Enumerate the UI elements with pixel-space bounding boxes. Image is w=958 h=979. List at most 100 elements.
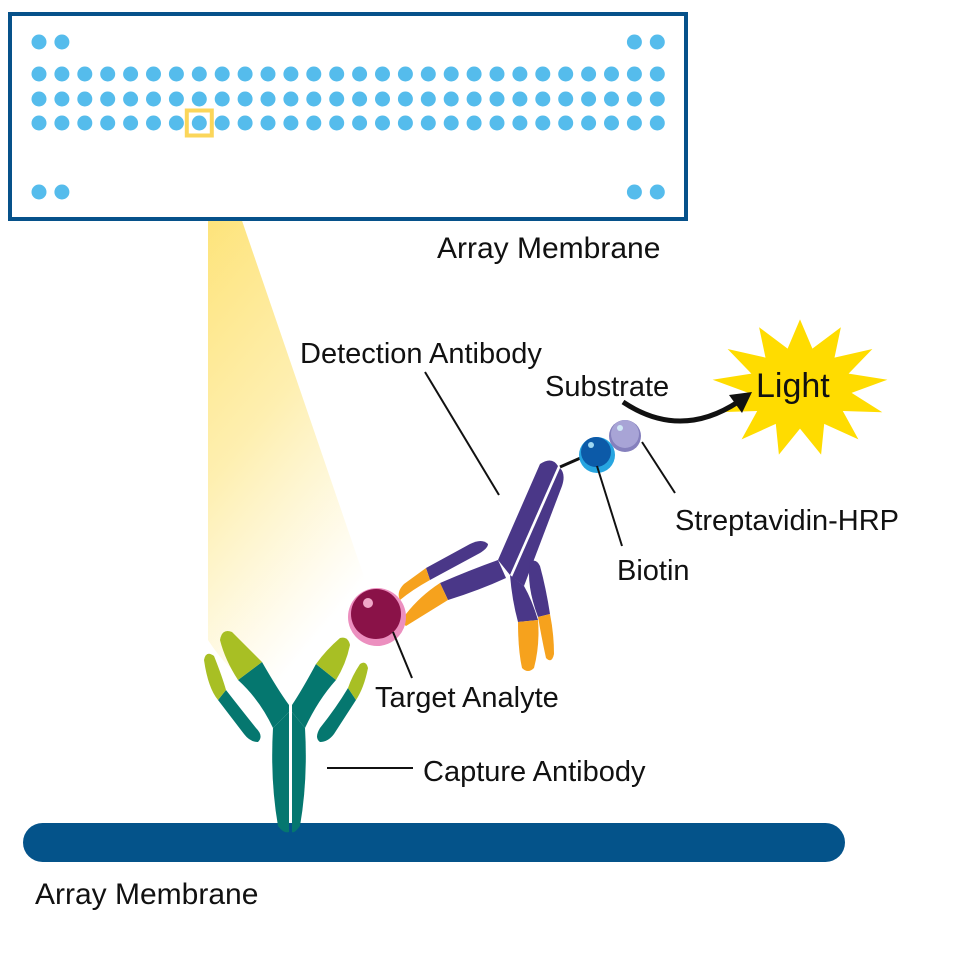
array-spot <box>123 66 139 82</box>
corner-spot <box>54 184 70 200</box>
detection-antibody-label: Detection Antibody <box>300 338 542 370</box>
array-spot <box>306 66 322 82</box>
array-spot <box>100 115 116 131</box>
array-spot <box>237 66 253 82</box>
array-spot <box>31 115 47 131</box>
array-spot <box>489 115 505 131</box>
array-spot <box>214 115 230 131</box>
array-spot <box>260 91 276 107</box>
array-spot <box>77 91 93 107</box>
array-spot <box>535 91 551 107</box>
array-spot <box>397 66 413 82</box>
corner-spot <box>626 34 642 50</box>
array-spot <box>77 66 93 82</box>
array-spot <box>626 115 642 131</box>
array-spot <box>283 91 299 107</box>
array-spot <box>283 66 299 82</box>
corner-spot <box>54 34 70 50</box>
array-spot <box>214 91 230 107</box>
array-spot <box>329 66 345 82</box>
array-spot <box>466 115 482 131</box>
array-spot <box>352 66 368 82</box>
array-spot <box>375 115 390 131</box>
array-spot <box>260 115 276 131</box>
array-spot <box>535 66 551 82</box>
array-spot <box>100 91 116 107</box>
array-spot <box>397 115 413 131</box>
array-spot <box>626 66 642 82</box>
corner-spot <box>649 34 665 50</box>
array-spot <box>168 66 184 82</box>
array-spot <box>283 115 299 131</box>
detection-leader-line <box>424 371 500 496</box>
array-spot <box>466 91 482 107</box>
array-spot <box>604 115 619 131</box>
array-spot <box>443 115 459 131</box>
substrate-arrowhead <box>729 392 752 413</box>
array-spot <box>489 91 505 107</box>
target-analyte-sphere <box>348 588 406 646</box>
array-spot <box>260 66 276 82</box>
streptavidin-hrp-label: Streptavidin-HRP <box>675 505 899 537</box>
streptavidin-hrp-sphere <box>609 420 641 452</box>
zoom-beam <box>208 136 372 700</box>
array-spot <box>466 66 482 82</box>
array-spot <box>375 66 390 82</box>
array-spot <box>31 91 47 107</box>
array-spot <box>54 91 70 107</box>
array-spot <box>237 115 253 131</box>
array-membrane-top-label: Array Membrane <box>437 232 660 265</box>
array-membrane-frame <box>8 12 688 221</box>
light-label: Light <box>756 367 830 405</box>
array-spot <box>649 66 665 82</box>
corner-spot <box>626 184 642 200</box>
biotin-label: Biotin <box>617 555 690 587</box>
array-spot <box>146 91 161 107</box>
biotin-sphere <box>579 437 615 473</box>
biotin-leader-line <box>596 465 623 547</box>
light-burst-icon <box>712 319 888 455</box>
array-spot <box>329 115 345 131</box>
array-spot <box>352 91 368 107</box>
array-spot <box>77 115 93 131</box>
array-spot <box>581 91 597 107</box>
array-spot <box>512 115 528 131</box>
array-spot <box>123 115 139 131</box>
array-spot <box>489 66 505 82</box>
array-spot <box>191 66 207 82</box>
array-spot <box>397 91 413 107</box>
array-spot <box>168 91 184 107</box>
array-membrane-bottom-label: Array Membrane <box>35 878 258 911</box>
array-spot <box>604 91 619 107</box>
corner-spot <box>31 184 47 200</box>
array-spots <box>31 34 665 200</box>
array-spot <box>604 66 619 82</box>
array-spot <box>649 91 665 107</box>
target-analyte-label: Target Analyte <box>375 682 559 714</box>
array-spot <box>168 115 184 131</box>
membrane-bar <box>23 823 845 862</box>
analyte-leader-line <box>392 631 413 679</box>
array-spot <box>54 66 70 82</box>
array-spot <box>443 66 459 82</box>
corner-spot <box>649 184 665 200</box>
corner-spot <box>31 34 47 50</box>
array-spot <box>375 91 390 107</box>
array-spot <box>352 115 368 131</box>
array-spot <box>146 115 161 131</box>
array-spot <box>146 66 161 82</box>
array-spot <box>535 115 551 131</box>
array-spot <box>420 66 436 82</box>
array-spot <box>420 91 436 107</box>
highlighted-spot-box <box>184 108 214 138</box>
array-spot <box>191 91 207 107</box>
substrate-label: Substrate <box>545 371 669 403</box>
array-spot <box>512 91 528 107</box>
array-spot <box>54 115 70 131</box>
array-spot <box>100 66 116 82</box>
capture-antibody-label: Capture Antibody <box>423 756 646 788</box>
array-spot <box>649 115 665 131</box>
array-spot <box>237 91 253 107</box>
